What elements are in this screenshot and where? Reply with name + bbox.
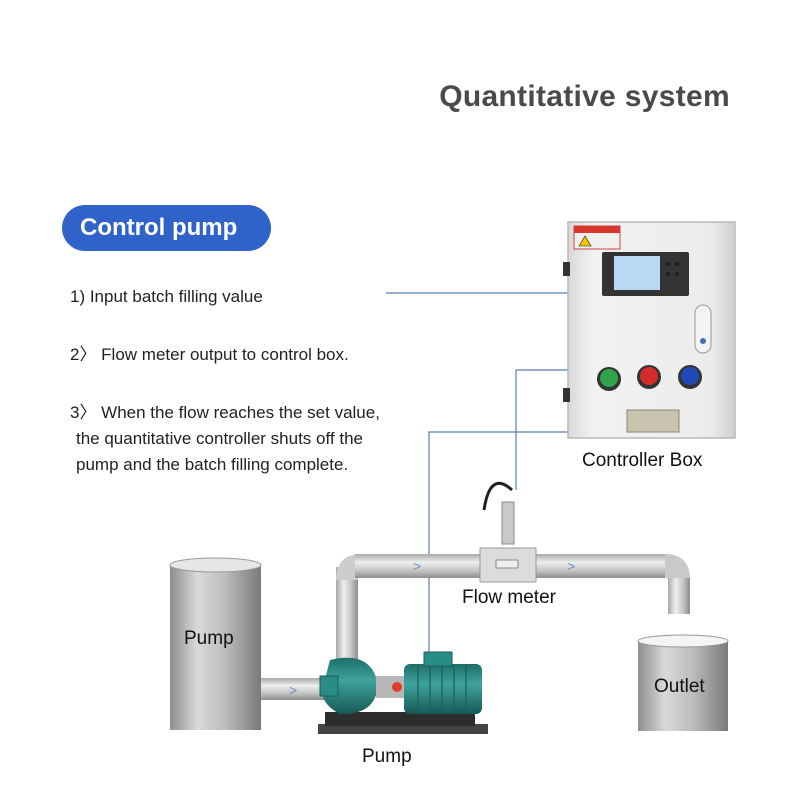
step-1: 1) Input batch filling value bbox=[70, 287, 263, 306]
pump-tank-label: Pump bbox=[184, 628, 234, 649]
svg-text:>: > bbox=[567, 558, 575, 574]
controller-box-label: Controller Box bbox=[582, 450, 703, 471]
nameplate bbox=[626, 409, 680, 433]
pump-unit bbox=[318, 651, 488, 734]
step-3-line-1: 3〉 When the flow reaches the set value, bbox=[70, 403, 380, 422]
flow-meter-device bbox=[479, 481, 537, 583]
section-badge: Control pump bbox=[62, 205, 271, 251]
flow-meter-label: Flow meter bbox=[462, 587, 556, 608]
control-buttons bbox=[597, 365, 702, 391]
controller-box bbox=[563, 221, 736, 439]
page-title: Quantitative system bbox=[439, 80, 730, 113]
controller-screen bbox=[614, 256, 660, 290]
pump-tank bbox=[169, 557, 262, 730]
svg-text:>: > bbox=[413, 558, 421, 574]
svg-text:>: > bbox=[289, 682, 297, 698]
outlet-tank bbox=[637, 634, 729, 731]
step-2: 2〉 Flow meter output to control box. bbox=[70, 345, 349, 364]
leader-line-step3 bbox=[428, 431, 570, 690]
outlet-label: Outlet bbox=[654, 676, 705, 697]
step-3-line-2: the quantitative controller shuts off th… bbox=[76, 429, 363, 448]
step-3-line-3: pump and the batch filling complete. bbox=[76, 455, 349, 474]
pump-label: Pump bbox=[362, 746, 412, 767]
leader-lines bbox=[386, 292, 570, 690]
flow-arrows: > > > bbox=[289, 558, 575, 698]
door-handle bbox=[694, 304, 712, 354]
leader-line-step2 bbox=[515, 369, 570, 490]
